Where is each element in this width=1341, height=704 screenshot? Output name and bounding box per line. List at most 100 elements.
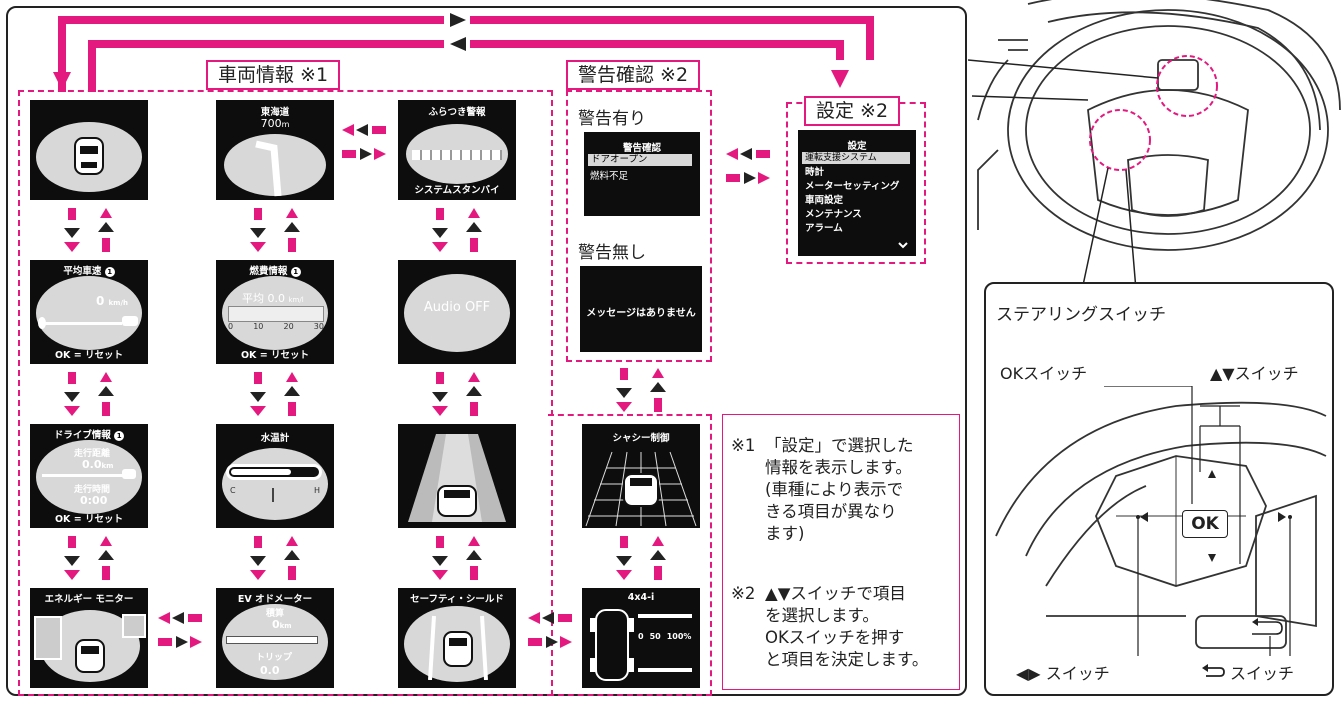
warning-present-label: 警告有り [578, 109, 646, 129]
vehicle-info-title: 車両情報 ※1 [206, 60, 341, 90]
vehicle-screen [30, 100, 148, 200]
audio-screen: Audio OFF [398, 260, 516, 364]
fourbyfour-tick-2: 100% [666, 632, 692, 641]
fuel-footer: OK = リセット [240, 350, 309, 361]
warning-check-title: 警告確認 ※2 [566, 60, 701, 90]
water-temp-title: 水温計 [260, 433, 290, 444]
water-temp-high: H [313, 486, 320, 495]
avg-speed-unit: km/h [108, 299, 129, 307]
back-icon [1202, 664, 1225, 677]
fourbyfour-tick-0: 0 [638, 632, 644, 641]
audio-text: Audio OFF [423, 300, 491, 315]
warning-item-fuel: 燃料不足 [590, 171, 629, 182]
drive-time-value: 0:00 [80, 494, 108, 507]
vehicle-info-group-border-right [548, 414, 712, 696]
avg-speed-title: 平均車速 [63, 266, 102, 277]
steering-switch-title: ステアリングスイッチ [996, 305, 1166, 325]
tokaido-unit: m [281, 120, 290, 129]
settings-item-clock: 時計 [805, 167, 825, 178]
ev-trip-value: 0.0 [260, 664, 280, 677]
avg-speed-screen: 平均車速 1 0 km/h OK = リセット [30, 260, 148, 364]
settings-item-driving-assist: 運転支援システム [802, 152, 910, 164]
ev-trip-label: トリップ [256, 653, 293, 663]
steering-wheel-illustration [968, 0, 1341, 290]
ev-odometer-screen: EV オドメーター 積算 0km トリップ 0.0 [216, 588, 334, 688]
tokaido-value: 700 [260, 117, 282, 130]
fuel-tick-2: 20 [283, 322, 294, 331]
drive-dist-unit: km [101, 462, 114, 470]
fuel-tick-3: 30 [313, 322, 324, 331]
drive-info-title: ドライブ情報 [53, 430, 111, 441]
energy-monitor-title: エネルギー モニター [44, 594, 134, 605]
settings-screen-title: 設定 [847, 141, 867, 152]
steering-switch-diagram [995, 386, 1327, 656]
note2-line-1: ▲▼スイッチで項目 [765, 584, 906, 603]
warning-absent-screen: メッセージはありません [580, 266, 702, 352]
note1-line-5: ます) [765, 524, 805, 543]
ev-cumulative-unit: km [279, 622, 292, 630]
drive-dist-label: 走行距離 [74, 449, 111, 459]
chassis-title: シャシー制御 [612, 433, 670, 444]
settings-item-maintenance: メンテナンス [805, 209, 862, 220]
tokaido-title: 東海道 [260, 107, 290, 118]
note2-line-2: を選択します。 [765, 606, 879, 625]
updown-switch-label: ▲▼スイッチ [1210, 364, 1299, 383]
warning-present-screen: 警告確認 ドアオープン 燃料不足 [584, 132, 700, 216]
drive-dist-value: 0.0 [82, 458, 102, 471]
sway-warning-screen: ふらつき警報 システムスタンバイ [398, 100, 516, 200]
note2-line-3: OKスイッチを押す [765, 628, 905, 647]
notes-box: ※1 「設定」で選択した 情報を表示します。 (車種により表示で きる項目が異な… [722, 414, 960, 690]
settings-screen: 設定 運転支援システム 時計 メーターセッティング 車両設定 メンテナンス アラ… [798, 130, 916, 256]
note1-line-2: 情報を表示します。 [765, 458, 912, 477]
note1-line-1: 「設定」で選択した [765, 436, 914, 455]
avg-speed-value: 0 [95, 294, 105, 308]
chassis-screen: シャシー制御 [582, 424, 700, 528]
drive-time-label: 走行時間 [74, 485, 111, 495]
water-temp-low: C [230, 486, 236, 495]
fourbyfour-title: 4x4-i [627, 592, 655, 603]
ev-cumulative-label: 積算 [266, 609, 285, 619]
vehicle-info-group-border [18, 90, 553, 696]
sway-title: ふらつき警報 [428, 107, 486, 118]
fuel-value: 0.0 [267, 292, 286, 305]
settings-item-meter: メーターセッティング [805, 181, 900, 192]
fuel-title: 燃費情報 [249, 266, 288, 277]
back-switch-label: スイッチ [1230, 664, 1295, 683]
settings-item-alarm: アラーム [805, 223, 843, 234]
fourbyfour-tick-1: 50 [649, 632, 661, 641]
tokaido-screen: 東海道 700m [216, 100, 334, 200]
fuel-screen: 燃費情報 1 平均 0.0 km/l 0 10 20 30 OK = リセット [216, 260, 334, 364]
avg-speed-footer: OK = リセット [54, 350, 123, 361]
note2-mark: ※2 [731, 584, 756, 603]
note2-line-4: と項目を決定します。 [765, 650, 929, 669]
drive-info-footer: OK = リセット [54, 514, 123, 525]
fuel-tick-1: 10 [253, 322, 264, 331]
settings-item-vehicle: 車両設定 [805, 195, 844, 206]
warning-group-border [566, 90, 712, 362]
note1-line-4: きる項目が異なり [765, 502, 897, 521]
warning-present-title: 警告確認 [622, 143, 661, 154]
safety-shield-title: セーフティ・シールド [410, 594, 504, 605]
fuel-avg-label: 平均 [242, 292, 264, 305]
lane-screen [398, 424, 516, 528]
settings-title: 設定 ※2 [804, 96, 901, 126]
water-temp-screen: 水温計 C H [216, 424, 334, 528]
ok-button[interactable]: OK [1182, 510, 1228, 538]
fourbyfour-screen: 4x4-i 0 50 100% [582, 588, 700, 688]
note1-mark: ※1 [731, 436, 756, 455]
ok-switch-label: OKスイッチ [1000, 364, 1088, 383]
drive-info-screen: ドライブ情報 1 走行距離 0.0km 走行時間 0:00 OK = リセット [30, 424, 148, 528]
ev-cumulative-value: 0 [272, 618, 280, 631]
steering-switch-panel [984, 282, 1334, 696]
ev-odometer-title: EV オドメーター [237, 594, 313, 605]
fuel-tick-0: 0 [228, 322, 234, 331]
warning-item-door: ドアオープン [588, 154, 692, 166]
energy-monitor-screen: エネルギー モニター [30, 588, 148, 688]
leftright-switch-label: ◀▶ スイッチ [1016, 664, 1110, 683]
fuel-unit: km/l [288, 296, 304, 304]
sway-footer: システムスタンバイ [414, 185, 500, 196]
top-loop-arrows [53, 10, 874, 92]
warning-absent-message: メッセージはありません [586, 308, 696, 319]
note1-line-3: (車種により表示で [765, 480, 904, 499]
safety-shield-screen: セーフティ・シールド [398, 588, 516, 688]
